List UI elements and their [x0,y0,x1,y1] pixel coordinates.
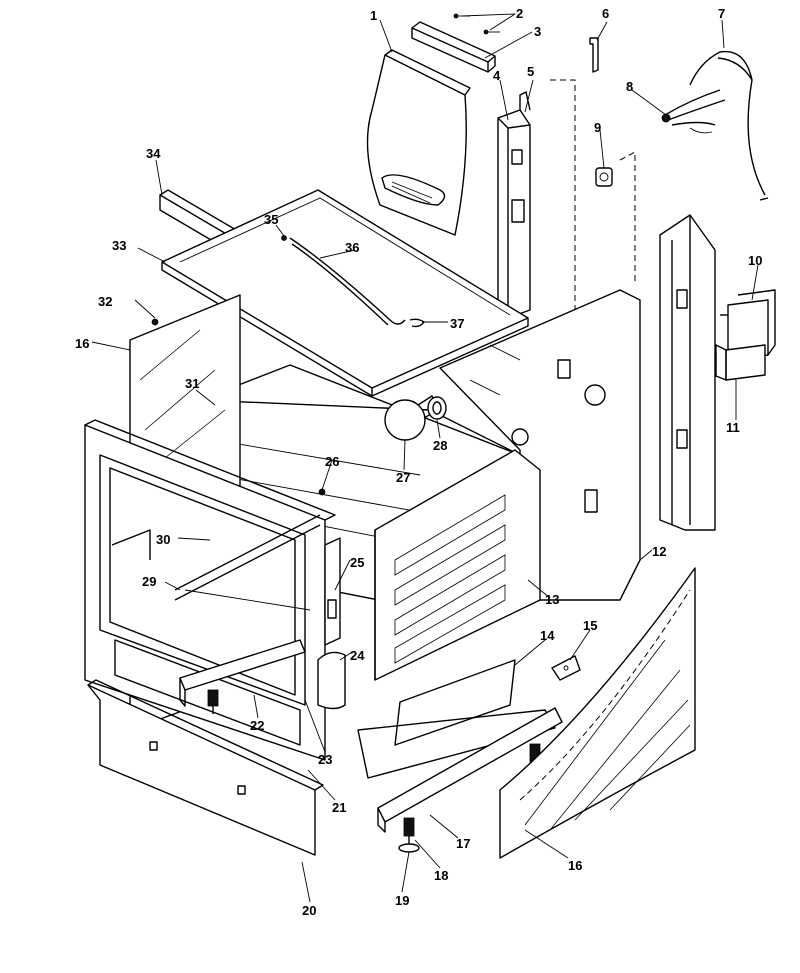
callout-31: 31 [185,376,199,391]
part-16-right-side-panel [499,567,696,859]
part-28-socket [427,396,447,420]
part-11-bracket [715,344,766,381]
callout-14: 14 [540,628,555,643]
part-33-top-panel [161,189,529,397]
callout-20: 20 [302,903,316,918]
callout-32: 32 [98,294,112,309]
callout-36: 36 [345,240,359,255]
callout-24: 24 [350,648,365,663]
callout-22: 22 [250,718,264,733]
callout-35: 35 [264,212,278,227]
leader-lines [91,13,759,903]
callout-26: 26 [325,454,339,469]
callout-8: 8 [626,79,633,94]
callout-12: 12 [652,544,666,559]
callout-33: 33 [112,238,126,253]
callout-37: 37 [450,316,464,331]
part-3-top-trim [411,21,496,73]
part-23-leveling-leg [207,689,219,714]
callout-1: 1 [370,8,377,23]
part-24-bracket [317,651,346,710]
part-9-switch [595,167,613,187]
part-13-side-panel [374,449,541,681]
callout-18: 18 [434,868,448,883]
callout-30: 30 [156,532,170,547]
callout-4: 4 [493,68,501,83]
part-30-door-frame [84,419,336,761]
callout-11: 11 [726,420,740,435]
part-22-lower-rail [179,639,306,707]
part-20-kick-plate [87,679,324,856]
callout-29: 29 [142,574,156,589]
part-32-screw [151,318,159,326]
callout-25: 25 [350,555,364,570]
callout-5: 5 [527,64,534,79]
part-8-harness-connector [661,89,726,134]
part-12-side-channel [659,214,716,531]
part-2-screws [453,13,500,35]
callout-16-right: 16 [568,858,582,873]
part-10-bracket [720,289,776,361]
callout-27: 27 [396,470,410,485]
switch-dashline [619,151,636,285]
callout-17: 17 [456,836,470,851]
callout-2: 2 [516,6,523,21]
part-7-wire-harness [689,50,769,201]
callout-6: 6 [602,6,609,21]
callout-13: 13 [545,592,559,607]
callout-28: 28 [433,438,447,453]
callout-19: 19 [395,893,409,908]
callout-labels: 1 2 3 4 5 6 7 8 9 10 11 12 13 14 15 16 1… [75,6,762,918]
part-1-vent-shield [366,49,471,236]
callout-10: 10 [748,253,762,268]
part-25-side-bracket [324,537,341,646]
callout-16-left: 16 [75,336,89,351]
callout-15: 15 [583,618,597,633]
part-6-bracket [589,37,599,73]
part-14-lower-shield [357,659,556,779]
callout-3: 3 [534,24,541,39]
part-36-element-rod [289,237,406,326]
part-15-clip [551,655,581,681]
callout-7: 7 [718,6,725,21]
callout-23: 23 [318,752,332,767]
callout-21: 21 [332,800,346,815]
part-17-front-rail [377,707,563,833]
callout-9: 9 [594,120,601,135]
part-35-screw [281,235,287,241]
callout-34: 34 [146,146,161,161]
part-29-oven-rack [174,514,321,611]
part-4-rear-channel [497,91,531,319]
